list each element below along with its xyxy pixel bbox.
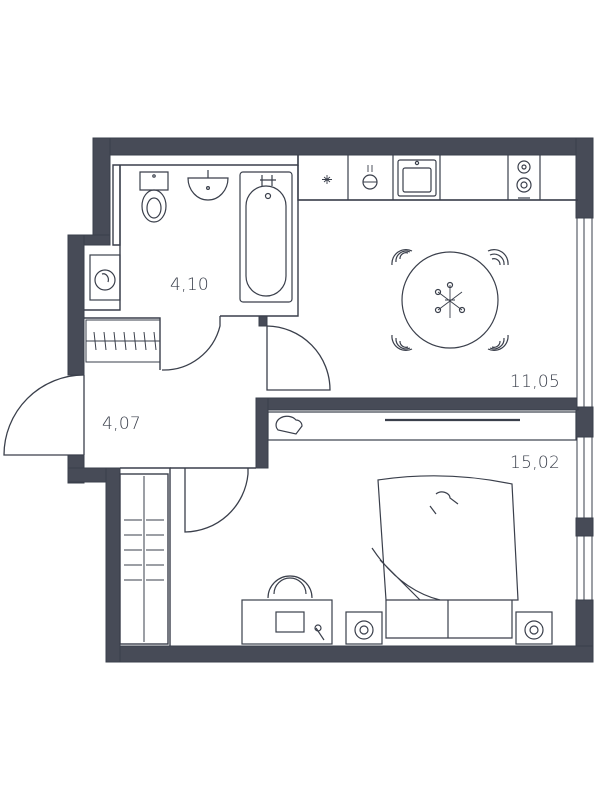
walls xyxy=(67,137,594,663)
wardrobes xyxy=(85,319,164,642)
windows xyxy=(576,217,593,601)
kitchen-counter xyxy=(298,155,578,201)
room-area-bathroom: 4,10 xyxy=(170,275,210,295)
room-area-kitchen: 11,05 xyxy=(510,372,561,392)
bathroom-fixtures xyxy=(89,170,293,303)
doors xyxy=(3,316,331,533)
bedroom-furniture xyxy=(241,411,577,645)
room-area-bedroom: 15,02 xyxy=(510,453,561,473)
room-area-hallway: 4,07 xyxy=(102,414,142,434)
dining-table xyxy=(391,249,509,351)
partitions xyxy=(84,155,578,646)
